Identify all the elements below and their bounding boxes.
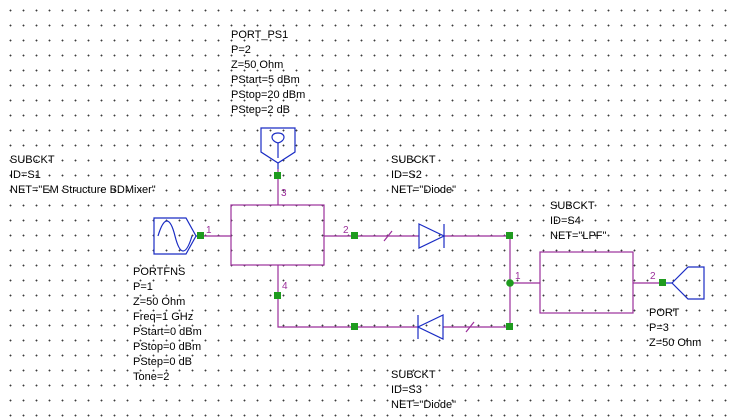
node[interactable] xyxy=(351,232,358,239)
node[interactable] xyxy=(506,232,513,239)
label-line: SUBCKT xyxy=(391,369,436,381)
portfns-label: PORTFNS P=1 Z=50 Ohm Freq=1 GHz PStart=0… xyxy=(133,265,202,385)
label-line: P=1 xyxy=(133,281,153,293)
label-line: PORT xyxy=(649,307,680,319)
wire-slash-s2 xyxy=(383,230,393,242)
subckt-s2-label: SUBCKT ID=S2 NET="Diode" xyxy=(391,153,456,198)
label-line: NET="EM Structure BDMixer" xyxy=(10,184,156,196)
node[interactable] xyxy=(197,232,204,239)
node[interactable] xyxy=(351,323,358,330)
diode-icon[interactable] xyxy=(418,223,446,249)
node[interactable] xyxy=(274,292,281,299)
label-line: NET="Diode" xyxy=(391,399,456,411)
label-line: SUBCKT xyxy=(10,154,55,166)
label-line: PStop=20 dBm xyxy=(231,89,306,101)
label-line: PORTFNS xyxy=(133,266,186,278)
diode-icon[interactable] xyxy=(416,314,444,340)
label-line: SUBCKT xyxy=(391,154,436,166)
pin-number: 1 xyxy=(515,271,521,282)
node[interactable] xyxy=(506,323,513,330)
label-line: P=3 xyxy=(649,322,669,334)
pin-number: 2 xyxy=(343,225,349,236)
label-line: SUBCKT xyxy=(550,200,595,212)
label-line: P=2 xyxy=(231,44,251,56)
sine-source-icon[interactable] xyxy=(153,217,201,255)
port3-label: PORT P=3 Z=50 Ohm xyxy=(649,306,701,351)
label-line: Tone=2 xyxy=(133,371,170,383)
label-line: NET="Diode" xyxy=(391,184,456,196)
label-line: PStart=0 dBm xyxy=(133,326,202,338)
pin-number: 3 xyxy=(281,188,287,199)
label-line: Z=50 Ohm xyxy=(231,59,284,71)
label-line: PStep=2 dB xyxy=(231,104,291,116)
label-line: ID=S1 xyxy=(10,169,41,181)
subckt-s3-label: SUBCKT ID=S3 NET="Diode" xyxy=(391,368,456,413)
port-ps1-label: PORT_PS1 P=2 Z=50 Ohm PStart=5 dBm PStop… xyxy=(231,28,305,118)
power-sweep-port-icon[interactable] xyxy=(260,127,296,169)
port-terminal-icon[interactable] xyxy=(663,266,705,300)
nodes xyxy=(197,172,666,330)
label-line: NET="LPF" xyxy=(550,230,607,242)
label-line: PORT_PS1 xyxy=(231,29,289,41)
junction-node[interactable] xyxy=(506,279,514,287)
label-line: PStop=0 dBm xyxy=(133,341,202,353)
wire-slash-s3 xyxy=(465,321,475,333)
label-line: PStart=5 dBm xyxy=(231,74,300,86)
subckt-s1-label: SUBCKT ID=S1 NET="EM Structure BDMixer" xyxy=(10,153,156,198)
pin-number: 4 xyxy=(282,281,288,292)
label-line: Z=50 Ohm xyxy=(133,296,186,308)
label-line: PStep=0 dB xyxy=(133,356,193,368)
wire-s1-to-s3[interactable] xyxy=(277,296,355,328)
pin-number: 1 xyxy=(206,225,212,236)
subckt-s1-box[interactable] xyxy=(230,204,325,266)
node[interactable] xyxy=(274,172,281,179)
label-line: Freq=1 GHz xyxy=(133,311,194,323)
subckt-s4-label: SUBCKT ID=S4 NET="LPF" xyxy=(550,199,606,244)
label-line: ID=S2 xyxy=(391,169,422,181)
pin-number: 2 xyxy=(650,271,656,282)
label-line: ID=S4 xyxy=(550,215,581,227)
label-line: Z=50 Ohm xyxy=(649,337,702,349)
node[interactable] xyxy=(659,279,666,286)
subckt-s4-box[interactable] xyxy=(539,251,634,314)
label-line: ID=S3 xyxy=(391,384,422,396)
